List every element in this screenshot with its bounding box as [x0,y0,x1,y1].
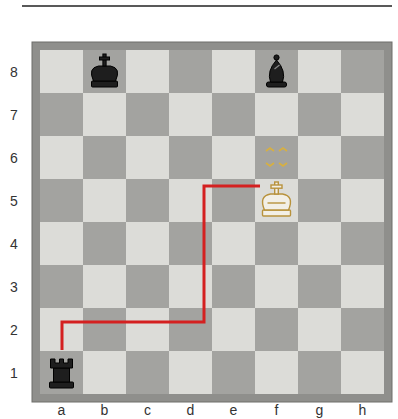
rank-number: 1 [6,365,22,381]
dark-square [126,351,169,394]
dark-square [126,179,169,222]
light-square [40,136,83,179]
rank-number: 2 [6,322,22,338]
dark-square [40,265,83,308]
dark-square [341,50,384,93]
move-hints [266,148,287,166]
file-letter: a [54,402,70,418]
light-square [341,179,384,222]
rank-number: 8 [6,64,22,80]
file-letter: h [355,402,371,418]
board-frame [32,42,392,402]
dark-square [255,50,298,93]
light-square [83,265,126,308]
rank-number: 7 [6,107,22,123]
black-bishop [267,55,287,87]
light-square [341,265,384,308]
file-letter: d [183,402,199,418]
light-square [40,222,83,265]
dark-square [255,222,298,265]
dark-square [298,93,341,136]
dark-square [83,136,126,179]
light-square [298,50,341,93]
light-square [255,93,298,136]
dark-square [169,222,212,265]
light-square [83,351,126,394]
light-square [341,351,384,394]
file-letter: g [312,402,328,418]
dark-square [255,136,298,179]
dark-square [341,136,384,179]
rank-number: 4 [6,236,22,252]
black-rook [50,359,74,388]
dark-square [40,179,83,222]
top-rule [22,5,392,7]
dark-square [298,179,341,222]
rank-number: 5 [6,193,22,209]
dark-square [83,308,126,351]
dark-square [126,93,169,136]
light-square [126,50,169,93]
black-king [91,54,117,87]
dark-square [341,222,384,265]
dark-square [169,136,212,179]
light-square [255,265,298,308]
light-square [169,265,212,308]
file-letter: b [97,402,113,418]
light-square [212,136,255,179]
light-square [169,93,212,136]
light-square [255,179,298,222]
rank-number: 3 [6,279,22,295]
dark-square [40,93,83,136]
light-square [298,308,341,351]
file-letter: f [269,402,285,418]
dark-square [298,351,341,394]
light-square [212,308,255,351]
dark-square [40,351,83,394]
light-square [255,351,298,394]
dark-square [169,50,212,93]
dark-square [212,265,255,308]
light-square [126,308,169,351]
white-king [263,182,291,216]
dark-square [83,50,126,93]
light-square [169,351,212,394]
light-square [83,93,126,136]
light-square [341,93,384,136]
file-letter: c [140,402,156,418]
route-line [62,186,260,350]
dark-square [255,308,298,351]
file-letter: e [226,402,242,418]
dark-square [298,265,341,308]
light-square [40,50,83,93]
light-square [83,179,126,222]
light-square [212,222,255,265]
light-square [126,136,169,179]
light-square [212,50,255,93]
light-square [298,222,341,265]
dark-square [341,308,384,351]
dark-square [126,265,169,308]
board-squares [40,50,384,394]
light-square [126,222,169,265]
dark-square [83,222,126,265]
dark-square [212,93,255,136]
light-square [298,136,341,179]
dark-square [212,351,255,394]
rank-number: 6 [6,150,22,166]
dark-square [169,308,212,351]
